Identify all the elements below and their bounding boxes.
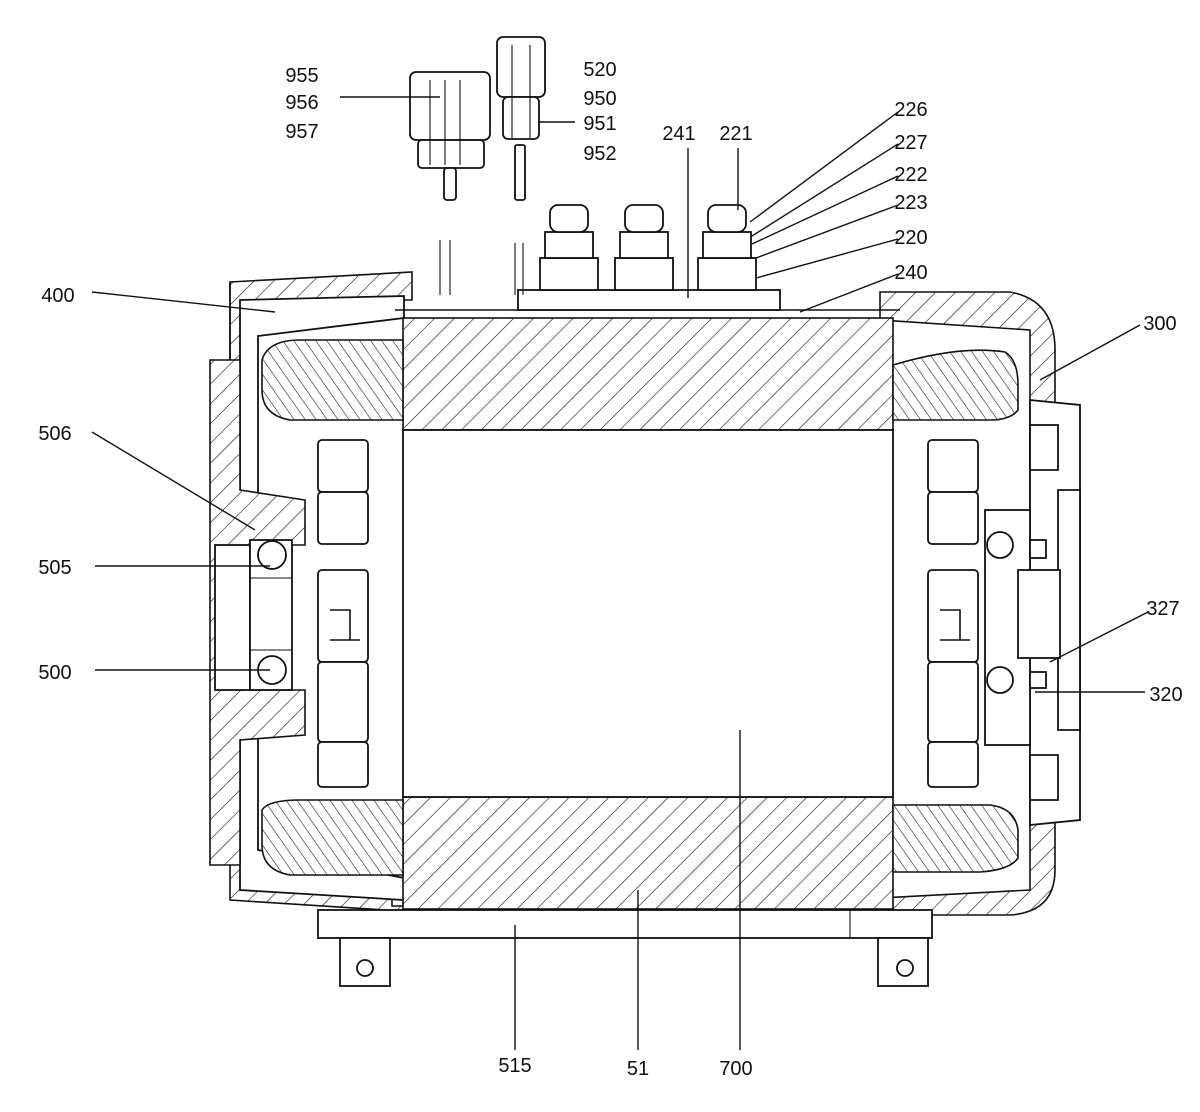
reference-label-l51: 51 [627,1058,649,1080]
reference-label-l952: 952 [583,143,616,165]
through-bolt [317,909,933,987]
reference-label-l221: 221 [719,123,752,145]
reference-label-l222: 222 [894,164,927,186]
reference-label-l957: 957 [285,121,318,143]
reference-label-l950: 950 [583,88,616,110]
reference-label-l226: 226 [894,99,927,121]
reference-label-l220: 220 [894,227,927,249]
left-bearing-hub [209,359,306,866]
reference-label-l520: 520 [583,59,616,81]
connector-right [496,36,546,201]
reference-label-l240: 240 [894,262,927,284]
reference-label-l955: 955 [285,65,318,87]
reference-labels: 955 956 957 520 950 951 952 241 221 226 227 222 223 2… [38,59,1182,1080]
reference-label-l241: 241 [662,123,695,145]
reference-label-l227: 227 [894,132,927,154]
reference-label-l400: 400 [41,285,74,307]
reference-label-l320: 320 [1149,684,1182,706]
end-windings [261,339,1019,876]
reference-label-l506: 506 [38,423,71,445]
terminal-post-3 [697,204,757,291]
connector-left [409,71,491,201]
reference-label-l223: 223 [894,192,927,214]
rotor-bars-right [927,439,979,788]
reference-label-l700: 700 [719,1058,752,1080]
reference-label-l500: 500 [38,662,71,684]
terminal-block [439,204,781,311]
reference-label-l505: 505 [38,557,71,579]
reference-label-l327: 327 [1146,598,1179,620]
right-bearing [984,509,1061,746]
reference-label-l515: 515 [498,1055,531,1077]
reference-label-l951: 951 [583,113,616,135]
terminal-post-2 [614,204,674,291]
reference-label-l956: 956 [285,92,318,114]
rotor-bars-left [317,439,369,788]
rotor-core [402,429,894,798]
terminal-post-1 [539,204,599,291]
leader-lines [91,96,1149,1050]
reference-label-l300: 300 [1143,313,1176,335]
